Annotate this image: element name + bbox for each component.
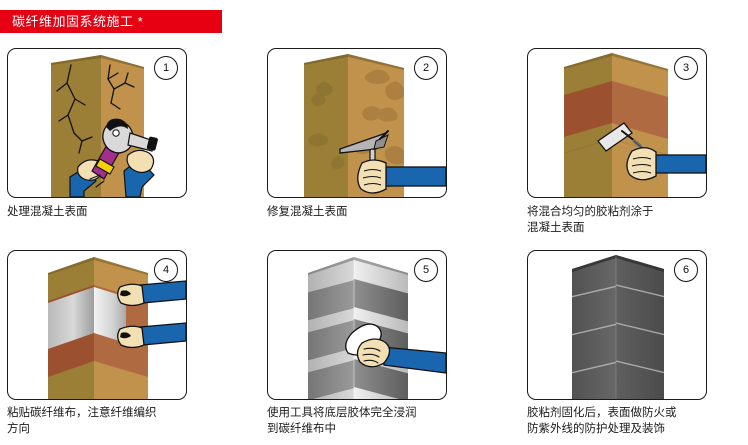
step-cell-6: 6 xyxy=(520,246,748,437)
hand-with-sleeve-4-lower xyxy=(117,322,186,349)
step-number-badge-3: 3 xyxy=(674,56,698,80)
step-cell-5: 5 xyxy=(260,246,520,437)
step-caption-6: 胶粘剂固化后，表面做防火或 防紫外线的防护处理及装饰 xyxy=(527,407,677,435)
finished-surface-right xyxy=(616,255,664,399)
step-4-illustration xyxy=(48,257,186,399)
repair-patches-left xyxy=(307,82,345,169)
step-5-illustration xyxy=(308,257,446,399)
hand-with-sleeve-2 xyxy=(357,159,446,194)
page-title: 碳纤维加固系统施工 * xyxy=(12,14,144,29)
step-panel-3: 3 xyxy=(527,48,707,198)
step-number-badge-6: 6 xyxy=(674,258,698,282)
step-caption-2: 修复混凝土表面 xyxy=(267,206,348,218)
hand-with-sleeve-3 xyxy=(626,147,706,181)
worker-upper-arm xyxy=(123,149,155,197)
step-3-illustration xyxy=(564,53,706,197)
hand-with-sleeve-5 xyxy=(356,338,446,374)
adhesive-band-left xyxy=(564,81,612,137)
fiber-bands-left xyxy=(308,257,354,399)
step-number-badge-2: 2 xyxy=(414,56,438,80)
steps-row-1: 1 xyxy=(0,44,748,236)
crack-lines-right xyxy=(107,64,135,110)
carbon-fiber-sheet-right xyxy=(94,287,126,343)
step-cell-3: 3 xyxy=(520,44,748,236)
steps-grid: 1 xyxy=(0,44,748,437)
steps-row-2: 4 xyxy=(0,246,748,437)
repair-patches-right xyxy=(354,69,404,165)
title-banner: 碳纤维加固系统施工 * xyxy=(0,10,222,33)
step-1-illustration xyxy=(51,55,158,197)
step-caption-1: 处理混凝土表面 xyxy=(7,206,88,218)
step-panel-2: 2 xyxy=(267,48,447,198)
carbon-fiber-sheet-left xyxy=(48,287,94,349)
step-cell-4: 4 xyxy=(0,246,260,437)
step-cell-1: 1 xyxy=(0,44,260,236)
step-number-badge-1: 1 xyxy=(154,56,178,80)
finished-surface-left xyxy=(572,255,616,399)
crack-lines-left xyxy=(56,64,93,154)
step-2-illustration xyxy=(304,54,446,197)
step-panel-6: 6 xyxy=(527,250,707,400)
step-panel-1: 1 xyxy=(7,48,187,198)
step-6-illustration xyxy=(572,255,664,399)
step-caption-3: 将混合均匀的胶粘剂涂于 混凝土表面 xyxy=(527,206,654,234)
hand-with-sleeve-4-upper xyxy=(117,280,186,307)
step-cell-2: 2 xyxy=(260,44,520,236)
step-panel-5: 5 xyxy=(267,250,447,400)
step-caption-4: 粘贴碳纤维布，注意纤维编织 方向 xyxy=(7,407,157,435)
step-panel-4: 4 xyxy=(7,250,187,400)
step-caption-5: 使用工具将底层胶体完全浸润 到碳纤维布中 xyxy=(267,407,417,435)
step-number-badge-5: 5 xyxy=(414,258,438,282)
grinder-tool xyxy=(89,118,158,188)
step-number-badge-4: 4 xyxy=(154,258,178,282)
